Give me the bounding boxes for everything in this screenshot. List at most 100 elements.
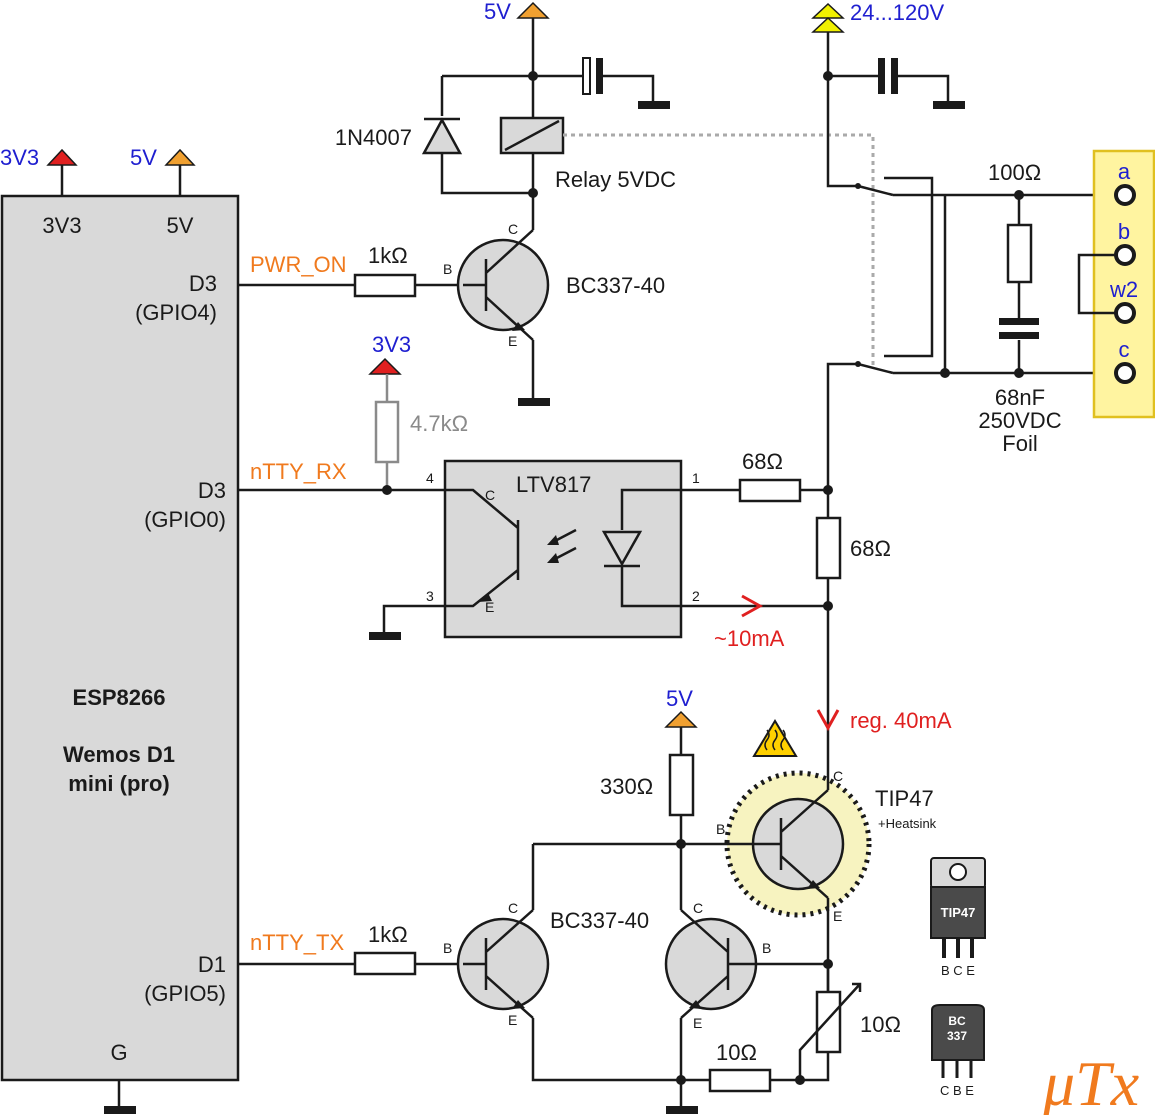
relay-mechanical-link bbox=[563, 133, 875, 367]
sense-pin-b: B bbox=[762, 940, 771, 956]
resistor-1k-tx bbox=[353, 951, 417, 976]
opto-light-arrowhead-2 bbox=[547, 535, 559, 545]
esp-pin-3v3: 3V3 bbox=[42, 213, 81, 238]
opto-pin-e: E bbox=[485, 599, 494, 615]
terminal-w2 bbox=[1114, 302, 1136, 324]
opto-led bbox=[601, 530, 643, 567]
opto-phototransistor bbox=[445, 488, 520, 608]
opto-name: LTV817 bbox=[516, 472, 591, 497]
rail-3v3-label: 3V3 bbox=[0, 145, 39, 170]
resistor-4k7 bbox=[374, 400, 400, 464]
variable-resistor-wiper bbox=[798, 982, 862, 1080]
esp-ground-symbol bbox=[104, 1106, 136, 1114]
terminal-a bbox=[1114, 184, 1136, 206]
terminal-a-label: a bbox=[1118, 159, 1131, 184]
esp-name-line3: mini (pro) bbox=[68, 771, 169, 796]
rail-3v3-label-pullup: 3V3 bbox=[372, 332, 411, 357]
rail-24v-label: 24...120V bbox=[850, 0, 945, 25]
diode-1n4007 bbox=[421, 117, 463, 155]
tip47-package-pins bbox=[942, 938, 974, 958]
bc337-package-pins-label: C B E bbox=[940, 1083, 974, 1098]
hv-input-wire bbox=[826, 32, 878, 188]
esp8266-module bbox=[0, 194, 240, 1082]
transistor-bc337-tx-leads bbox=[463, 900, 681, 1082]
hv-cap-plate-a bbox=[878, 58, 885, 94]
esp-pin-gpio5: (GPIO5) bbox=[144, 981, 226, 1006]
opto-ground bbox=[369, 632, 401, 640]
heatsink-label: +Heatsink bbox=[878, 816, 937, 831]
opto-pin-1: 1 bbox=[692, 470, 700, 486]
relay-cap-plate-b bbox=[596, 58, 603, 94]
esp-pin-d1: D1 bbox=[198, 952, 226, 977]
cap-label-line3: Foil bbox=[1002, 431, 1037, 456]
snubber-cap-plate-b bbox=[999, 332, 1039, 339]
signal-ntty-rx: nTTY_RX bbox=[250, 459, 347, 484]
opto-input-wires bbox=[681, 488, 830, 608]
rail-5v-arrow-esp bbox=[164, 148, 196, 166]
resistor-100r bbox=[1006, 223, 1033, 284]
relay-transistor-label: BC337-40 bbox=[566, 273, 665, 298]
opto-led-wires bbox=[620, 488, 681, 608]
bc337-package-label-2: 337 bbox=[947, 1029, 967, 1043]
hv-cap-ground bbox=[933, 101, 965, 109]
opto-emitter-ground-wire bbox=[382, 604, 445, 632]
transistor-bc337-sense-leads bbox=[679, 900, 828, 1108]
tip47-package-label: TIP47 bbox=[941, 905, 976, 920]
relay-coil-slash bbox=[504, 119, 560, 152]
reg-bias-wires bbox=[531, 727, 733, 900]
junction-wiper bbox=[795, 1075, 805, 1085]
terminal-c-label: c bbox=[1119, 337, 1130, 362]
esp-pin-gpio0: (GPIO0) bbox=[144, 507, 226, 532]
transistor-tip47-arrow bbox=[807, 880, 820, 889]
relay-cap-plate-a bbox=[582, 57, 591, 95]
relay-contact-2 bbox=[826, 195, 1117, 488]
relay-label: Relay 5VDC bbox=[555, 167, 676, 192]
esp-pin-d3-b: D3 bbox=[198, 478, 226, 503]
resistor-68r-shunt bbox=[815, 516, 842, 580]
bc337-package-label-1: BC bbox=[948, 1014, 966, 1028]
relay-cap-wire bbox=[603, 74, 655, 103]
diode-label: 1N4007 bbox=[335, 125, 412, 150]
relay-contact-1 bbox=[857, 176, 1117, 358]
terminal-b-label: b bbox=[1118, 219, 1130, 244]
junction-base-bias bbox=[676, 839, 686, 849]
cap-label-line2: 250VDC bbox=[978, 408, 1061, 433]
esp-pin-g: G bbox=[110, 1040, 127, 1065]
relay-cap-ground bbox=[638, 101, 670, 109]
esp-pin-5v: 5V bbox=[167, 213, 194, 238]
tx-pin-b: B bbox=[443, 940, 452, 956]
transistor-bc337-relay-arrow bbox=[512, 322, 525, 331]
current-arrow-40ma bbox=[816, 709, 840, 732]
terminal-w2-label: w2 bbox=[1109, 277, 1138, 302]
transistor-bc337-tx-arrow bbox=[512, 1000, 525, 1009]
sense-resistor-wires bbox=[681, 964, 830, 1082]
relay-pin-c: C bbox=[508, 221, 518, 237]
terminal-c bbox=[1114, 362, 1136, 384]
cap-label-line1: 68nF bbox=[995, 385, 1045, 410]
rail-5v-label-relay: 5V bbox=[484, 0, 511, 24]
bc337-package-body bbox=[931, 1004, 985, 1061]
resistor-10r-label: 10Ω bbox=[716, 1040, 757, 1065]
resistor-10r bbox=[708, 1068, 772, 1093]
tip47-pin-c: C bbox=[833, 768, 843, 784]
opto-pin-4: 4 bbox=[426, 470, 434, 486]
junction-hv-top bbox=[823, 71, 833, 81]
resistor-4k7-label: 4.7kΩ bbox=[410, 411, 468, 436]
resistor-68r-series bbox=[738, 478, 802, 503]
tx-pin-c: C bbox=[508, 900, 518, 916]
sense-pin-e: E bbox=[693, 1015, 702, 1031]
rail-24v-arrow-1 bbox=[811, 2, 845, 19]
tip47-pin-e: E bbox=[833, 908, 842, 924]
hot-surface-waves bbox=[764, 729, 786, 751]
opto-light-arrowhead-1 bbox=[547, 553, 559, 563]
tx-pin-e: E bbox=[508, 1012, 517, 1028]
esp-power-wires bbox=[60, 165, 182, 196]
tip47-pin-b: B bbox=[716, 821, 725, 837]
tx-transistor-label: BC337-40 bbox=[550, 908, 649, 933]
transistor-bc337-relay-leads bbox=[463, 229, 535, 370]
brand-logo: μTx bbox=[1042, 1048, 1139, 1115]
resistor-10r-variable-label: 10Ω bbox=[860, 1012, 901, 1037]
esp-name-line1: ESP8266 bbox=[73, 685, 166, 710]
tip47-label: TIP47 bbox=[875, 786, 934, 811]
